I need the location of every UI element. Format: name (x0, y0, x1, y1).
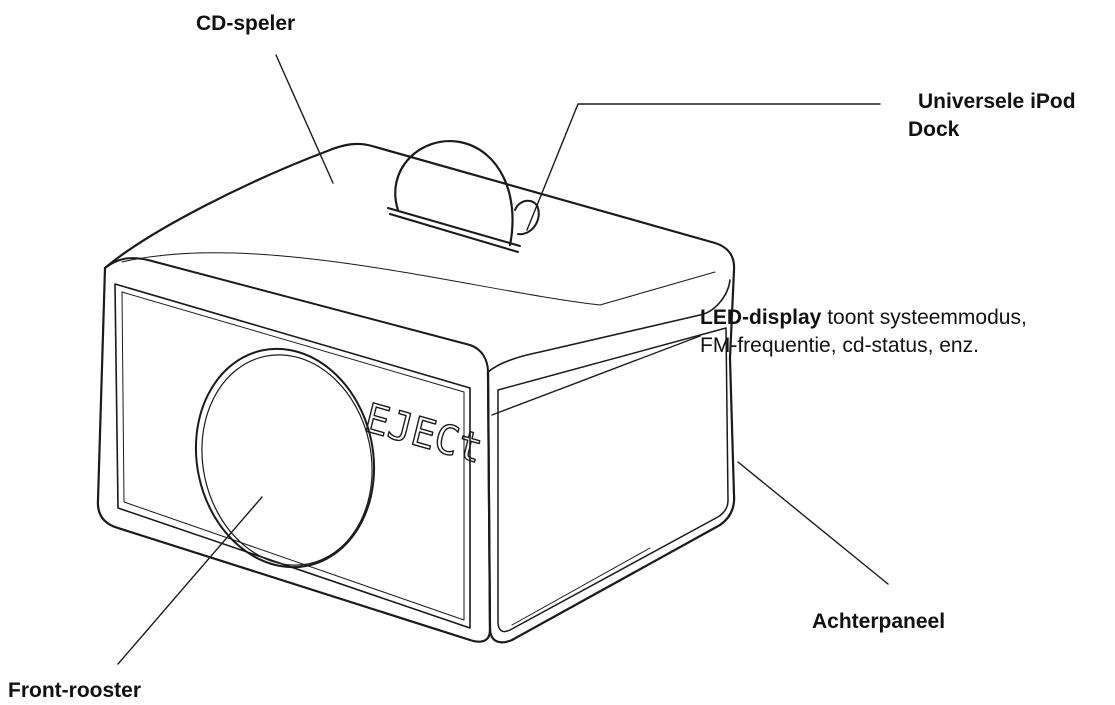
callout-cd-player: CD-speler (196, 12, 296, 35)
device-front-inner-panel-inset (121, 291, 465, 621)
callout-ipod-dock-line2: Dock (908, 118, 960, 141)
callout-led-display: LED-display toont systeemmodus, FM-frequ… (700, 304, 1027, 360)
cd-slot (387, 207, 521, 253)
callout-back-panel: Achterpaneel (812, 610, 946, 633)
leader-front-grille (117, 496, 263, 665)
device-top-outline (103, 142, 736, 360)
device-top-front-edge (104, 257, 489, 373)
ipod-dock (514, 199, 540, 236)
device-top-highlight (121, 252, 716, 306)
cd-disc (394, 140, 514, 247)
callout-ipod-dock-line1: Universele iPod (918, 90, 1076, 113)
callout-ipod-dock: Universele iPod Dock (908, 88, 1076, 144)
leader-ipod-dock (526, 103, 881, 231)
device-side-face (486, 356, 736, 644)
callout-led-display-line1: LED-display toont systeemmodus, (700, 304, 1027, 332)
speaker-grille (194, 347, 376, 569)
led-display-text: EJECt (360, 395, 487, 473)
speaker-grille-rim (201, 354, 373, 566)
device-front-inner-panel (114, 283, 471, 629)
leader-back-panel (737, 461, 889, 585)
callout-led-display-title: LED-display (700, 306, 822, 329)
device-side-inner-panel-highlight (511, 547, 651, 626)
leader-led-display (491, 335, 701, 416)
leader-cd-player (275, 54, 334, 184)
callout-led-display-line2: FM-frequentie, cd-status, enz. (700, 334, 979, 357)
callout-led-display-desc: toont systeemmodus, (821, 306, 1027, 329)
device-side-inner-panel (497, 327, 729, 633)
callout-front-grille: Front-rooster (8, 679, 141, 702)
device-front-face (96, 266, 492, 643)
device-top-right-edge (487, 279, 731, 373)
